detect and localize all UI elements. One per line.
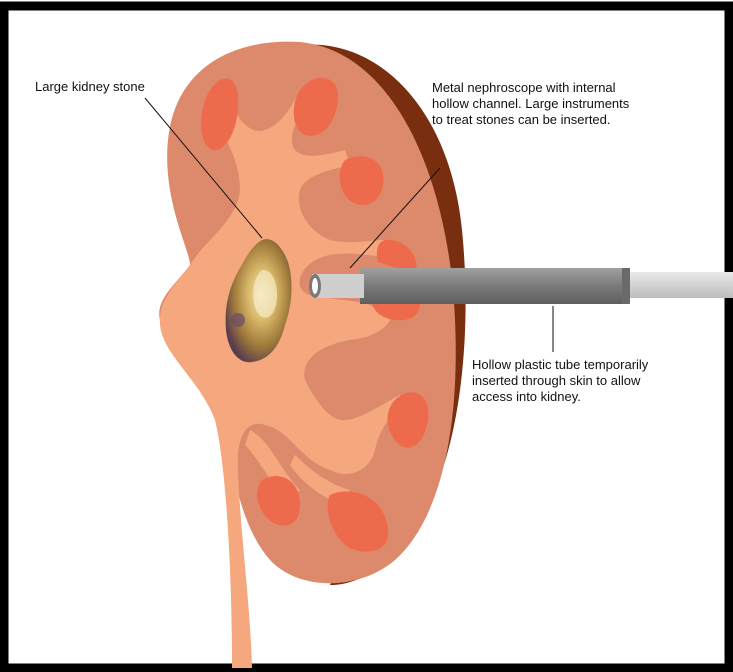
nephroscope-sheath-end — [622, 268, 630, 304]
kidney-stone-dark-spot — [231, 313, 245, 327]
nephroscope-sheath — [360, 268, 630, 304]
label-plastic-tube: Hollow plastic tube temporarily inserted… — [472, 357, 648, 405]
label-kidney-stone: Large kidney stone — [35, 79, 145, 95]
nephroscope-channel-inner — [312, 278, 318, 294]
plastic-tube — [628, 272, 733, 298]
label-nephroscope: Metal nephroscope with internal hollow c… — [432, 80, 629, 128]
